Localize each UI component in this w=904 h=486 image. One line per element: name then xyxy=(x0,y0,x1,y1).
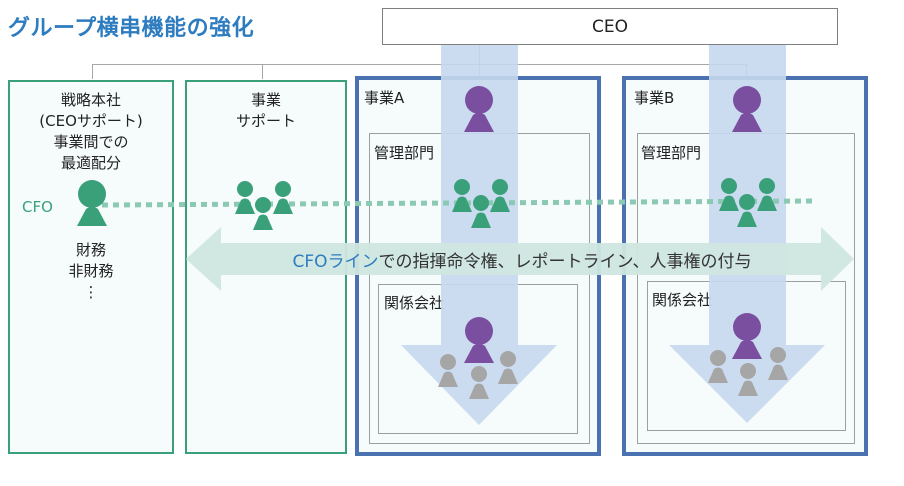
support-line-1: 事業 xyxy=(250,91,281,109)
function-finance: 財務 xyxy=(75,241,106,259)
person-icon-purple-biz-b-head xyxy=(732,86,762,132)
business-a-label: 事業A xyxy=(364,89,405,107)
business-b-label: 事業B xyxy=(634,89,675,107)
ceo-label: CEO xyxy=(592,16,628,37)
cfo-label: CFO xyxy=(22,198,53,216)
function-ellipsis: ⋮ xyxy=(83,283,99,301)
business-a-affiliate-label: 関係会社 xyxy=(384,294,445,312)
person-icon-purple-biz-b-affiliate xyxy=(732,313,762,359)
cfo-line-text: CFOラインでの指揮命令権、レポートライン、人事権の付与 xyxy=(232,247,812,272)
business-b-admin-label: 管理部門 xyxy=(641,144,702,162)
ceo-horizontal-connector xyxy=(92,64,746,65)
down-arrow-biz-a xyxy=(401,45,557,425)
function-nonfinance: 非財務 xyxy=(68,262,114,280)
down-arrow-biz-b xyxy=(669,45,825,423)
strategy-line-1: 戦略本社 xyxy=(60,91,121,109)
business-b-affiliate-label: 関係会社 xyxy=(652,291,713,309)
connector-support xyxy=(262,64,263,79)
strategy-unit-description: 戦略本社 (CEOサポート) 事業間での 最適配分 xyxy=(8,90,174,174)
support-line-2: サポート xyxy=(235,112,296,130)
business-a-admin-label: 管理部門 xyxy=(374,144,435,162)
strategy-line-2: (CEOサポート) xyxy=(39,112,143,130)
connector-strategy xyxy=(92,64,93,79)
strategy-line-4: 最適配分 xyxy=(60,154,121,172)
person-icon-green-cfo xyxy=(77,180,107,226)
strategy-functions: 財務 非財務 ⋮ xyxy=(8,240,174,303)
person-icon-green-support-3 xyxy=(253,197,273,230)
cfo-line-rest: での指揮命令権、レポートライン、人事権の付与 xyxy=(378,252,752,272)
person-icon-green-support-2 xyxy=(273,181,293,214)
person-icon-green-support-1 xyxy=(235,181,255,214)
support-unit-description: 事業 サポート xyxy=(185,90,347,132)
strategy-unit xyxy=(8,80,174,454)
person-icon-purple-biz-a-head xyxy=(464,86,494,132)
cfo-line-double-arrow xyxy=(186,227,854,291)
cfo-line-highlight: CFOライン xyxy=(292,252,379,272)
strategy-line-3: 事業間での xyxy=(53,133,129,151)
ceo-box: CEO xyxy=(382,8,838,45)
person-icon-purple-biz-a-affiliate xyxy=(464,317,494,363)
diagram-title: グループ横串機能の強化 xyxy=(8,16,255,41)
